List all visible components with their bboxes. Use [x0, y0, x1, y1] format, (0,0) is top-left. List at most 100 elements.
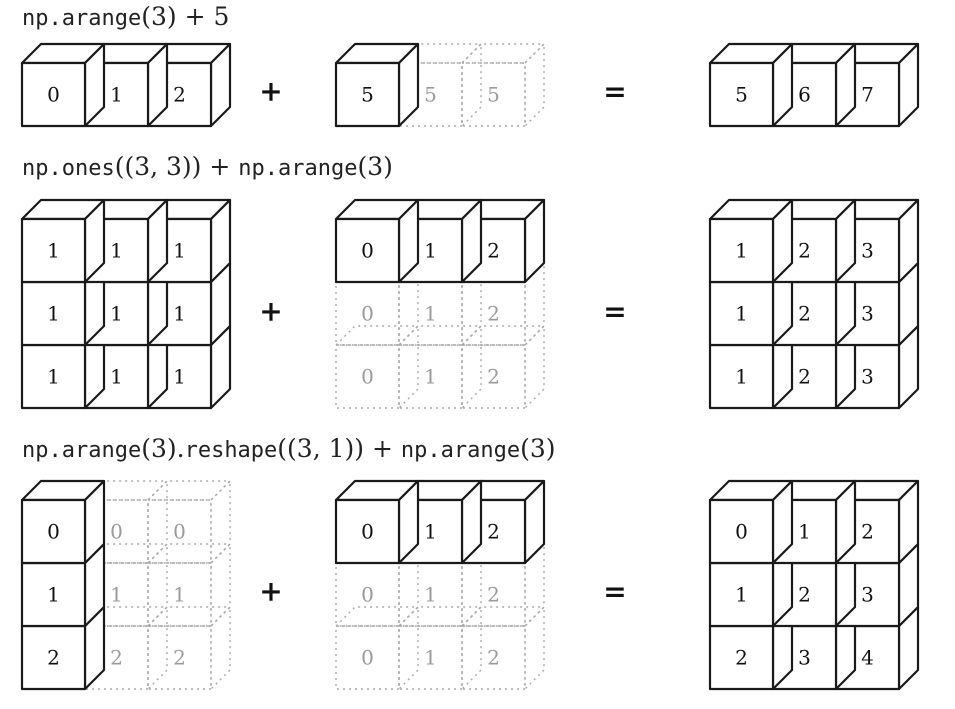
row-2-result-cell-0-0-value: 0: [735, 520, 748, 544]
row-1-operand-a-cell-1-0-value: 1: [47, 302, 60, 326]
row-1-equals-sign: =: [603, 295, 626, 328]
row-0-caption-part-1: (3) + 5: [141, 2, 230, 31]
row-2-operand-b-cell-2-2-top: [461, 606, 545, 627]
row-2-operand-a-cell-1-0-value: 1: [47, 583, 60, 607]
row-1-plus-sign: +: [259, 295, 282, 328]
row-1-result-cell-0-0-value: 1: [735, 239, 748, 263]
row-1-operand-b-cell-2-0-side: [398, 325, 419, 409]
row-0-operand-b-cell-0-2-side: [524, 43, 545, 127]
row-1-operand-b-cell-2-2-side: [524, 325, 545, 409]
row-2-caption-part-1: (3).: [141, 434, 185, 463]
row-2-operand-b-cell-2-0-value: 0: [361, 646, 374, 670]
row-1-operand-b-cell-2-2-top: [461, 325, 545, 346]
row-2-operand-a-cell-0-0-value: 0: [47, 520, 60, 544]
row-2-result-cell-2-1-value: 3: [798, 646, 811, 670]
row-1-caption-part-3: (3): [357, 152, 393, 181]
row-1-operand-b-cell-1-1-value: 1: [424, 302, 437, 326]
row-1-operand-a-cell-2-2-value: 1: [173, 365, 186, 389]
row-1-caption-part-0: np.ones: [22, 156, 115, 181]
row-1-result-cell-1-0-value: 1: [735, 302, 748, 326]
row-1-caption-part-2: np.arange: [238, 156, 358, 181]
row-1-result-cell-2-0-front: [708, 343, 775, 410]
row-1-operand-b-cell-2-1-top: [398, 325, 482, 346]
row-1-operand-b-cell-2-0-top: [335, 325, 419, 346]
row-2-operand-a-cell-2-1-value: 2: [110, 646, 123, 670]
row-2-operand-b-cell-0-0-value: 0: [361, 520, 374, 544]
row-1-operand-b-cell-1-0-value: 0: [361, 302, 374, 326]
row-0-equals-sign: =: [603, 75, 626, 108]
row-1-operand-a-cell-1-1-value: 1: [110, 302, 123, 326]
row-2-operand-b-cell-2-2-side: [524, 606, 545, 690]
row-2-operand-a-cell-0-1-front: [84, 499, 149, 564]
row-2-result-cell-2-2-value: 4: [861, 646, 874, 670]
row-2-operand-a-cell-1-2-value: 1: [173, 583, 186, 607]
row-0-result-cell-0-0-value: 5: [735, 83, 748, 107]
row-2-operand-a-cell-0-2-top: [147, 480, 231, 501]
row-1-operand-b-cell-2-0-value: 0: [361, 365, 374, 389]
row-2-operand-b-cell-2-1-top: [398, 606, 482, 627]
row-0-result-cell-0-1-value: 6: [798, 83, 811, 107]
row-2-operand-a-cell-1-0-front: [20, 561, 87, 628]
row-2-caption-part-4: np.arange: [400, 438, 521, 463]
row-2-operand-a-cell-2-1-side: [147, 606, 168, 690]
row-2-result-cell-2-0-value: 2: [735, 646, 748, 670]
row-2-operand-a-cell-0-1-value: 0: [110, 520, 123, 544]
row-0-operand-b-cell-0-0-front: [334, 61, 401, 128]
row-1-operand-a-cell-0-2-value: 1: [173, 239, 186, 263]
row-0-operand-a-cell-0-1-value: 1: [110, 83, 123, 107]
row-0-plus-sign: +: [259, 75, 282, 108]
row-1-result-cell-0-0-front: [708, 217, 775, 284]
row-1-operand-b-cell-0-1-value: 1: [424, 239, 437, 263]
row-0-operand-a-cell-0-0-front: [20, 61, 87, 128]
row-2-result-cell-1-0-value: 1: [735, 583, 748, 607]
row-1-result-cell-2-1-value: 2: [798, 365, 811, 389]
row-1-operand-a-cell-0-0-front: [20, 217, 87, 284]
row-2-caption-part-0: np.arange: [22, 438, 142, 463]
row-2-operand-a-cell-2-0-front: [20, 624, 87, 691]
row-2-result-cell-0-0-front: [708, 498, 775, 565]
row-1-operand-a-cell-2-0-value: 1: [47, 365, 60, 389]
row-2-caption: np.arange(3).reshape((3, 1)) + np.arange…: [22, 436, 556, 462]
row-1-caption-part-1: ((3, 3)) +: [114, 152, 239, 181]
row-1-result-cell-0-1-value: 2: [798, 239, 811, 263]
row-2-operand-a-cell-1-2-side: [210, 543, 231, 627]
row-0-operand-b-cell-0-0-value: 5: [361, 83, 374, 107]
row-0-operand-b-cell-0-2-front: [461, 62, 526, 127]
row-0-operand-b-cell-0-1-side: [461, 43, 482, 127]
row-1-operand-b-cell-0-0-front: [334, 217, 401, 284]
row-2-result-cell-2-0-front: [708, 624, 775, 691]
row-2-caption-part-3: ((3, 1)) +: [277, 434, 401, 463]
row-0-operand-a-cell-0-2-value: 2: [173, 83, 186, 107]
row-2-operand-b-cell-2-0-top: [335, 606, 419, 627]
row-2-operand-b-cell-2-1-side: [461, 606, 482, 690]
row-2-operand-b-cell-0-2-value: 2: [487, 520, 500, 544]
row-2-operand-a-cell-2-0-value: 2: [47, 646, 60, 670]
row-1-operand-a-cell-1-2-value: 1: [173, 302, 186, 326]
row-2-operand-a-cell-1-1-side: [147, 543, 168, 627]
row-2-operand-a-cell-1-1-value: 1: [110, 583, 123, 607]
row-1-result-cell-0-2-value: 3: [861, 239, 874, 263]
row-0-caption-part-0: np.arange: [22, 6, 142, 31]
row-2-result-cell-0-2-value: 2: [861, 520, 874, 544]
row-0-result-cell-0-0-front: [708, 61, 775, 128]
row-1-operand-b-cell-2-1-side: [461, 325, 482, 409]
row-1-operand-a-cell-0-1-value: 1: [110, 239, 123, 263]
row-2-operand-b-cell-2-0-side: [398, 606, 419, 690]
row-1-result-cell-2-0-value: 1: [735, 365, 748, 389]
row-2-result-cell-1-2-value: 3: [861, 583, 874, 607]
row-2-operand-a-cell-0-2-front: [147, 499, 212, 564]
row-2-operand-b-cell-2-1-value: 1: [424, 646, 437, 670]
row-2-operand-a-cell-0-2-value: 0: [173, 520, 186, 544]
row-2-operand-b-cell-2-2-value: 2: [487, 646, 500, 670]
row-0-operand-a-cell-0-0-value: 0: [47, 83, 60, 107]
row-1-operand-a-cell-2-0-front: [20, 343, 87, 410]
row-1-operand-b-cell-0-0-value: 0: [361, 239, 374, 263]
row-2-operand-a-cell-0-0-front: [20, 498, 87, 565]
row-2-equals-sign: =: [603, 575, 626, 608]
row-2-operand-b-cell-1-2-value: 2: [487, 583, 500, 607]
row-0-caption: np.arange(3) + 5: [22, 4, 229, 30]
row-2-operand-a-cell-2-2-side: [210, 606, 231, 690]
row-0-operand-b-cell-0-1-value: 5: [424, 83, 437, 107]
row-2-operand-b-cell-0-1-value: 1: [424, 520, 437, 544]
